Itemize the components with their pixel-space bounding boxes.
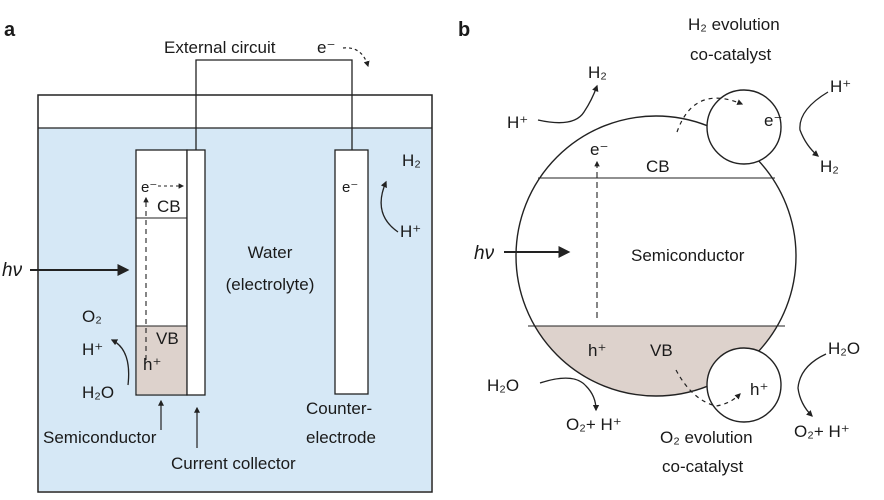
o2-h-right-label: O₂+ H⁺ [794, 422, 850, 441]
o2-cocatalyst-title-line2: co-catalyst [662, 457, 744, 476]
photon-label: hν [2, 260, 23, 281]
electrolyte-label: (electrolyte) [226, 275, 315, 294]
hydrogen-evolution-arrow [380, 180, 399, 233]
h2-label: H₂ [402, 151, 421, 170]
h2-cocatalyst-title-line2: co-catalyst [690, 45, 772, 64]
panel-a: a External circuit e⁻ e⁻ CB VB h⁺ hν Wat… [2, 19, 433, 493]
water-oxidation-arrow-left [539, 377, 600, 412]
h2-top-label: H₂ [588, 63, 607, 82]
panel-a-tag: a [4, 19, 16, 41]
vb-label: VB [650, 341, 673, 360]
h2-right-label: H₂ [820, 157, 839, 176]
cocatalyst-hole-label: h⁺ [750, 380, 768, 399]
electrolyte-tank [37, 94, 433, 493]
external-circuit-label: External circuit [164, 38, 276, 57]
h2o-right-label: H₂O [828, 339, 860, 358]
hole-transfer-arrow [675, 369, 741, 407]
current-collector [186, 149, 206, 396]
semiconductor-label: Semiconductor [43, 428, 157, 447]
h2-cocatalyst-title-line1: H₂ evolution [688, 15, 780, 34]
hole-label: h⁺ [143, 355, 161, 374]
cb-label: CB [157, 197, 181, 216]
counter-label-line1: Counter- [306, 399, 372, 418]
external-electron-arrow [342, 47, 370, 68]
h2o-label: H₂O [82, 383, 114, 402]
water-oxidation-arrow [110, 339, 130, 386]
h-plus-top-right-label: H⁺ [830, 77, 851, 96]
cb-electron-label: e⁻ [141, 179, 157, 196]
electron-transfer-arrow [676, 97, 744, 133]
particle-outline [515, 115, 797, 397]
external-circuit-electron: e⁻ [317, 38, 335, 57]
valence-band-region [137, 326, 186, 394]
h2-evolution-arrow-left [537, 84, 599, 124]
o2-label: O₂ [82, 307, 102, 326]
counter-electrode [334, 149, 369, 395]
current-collector-label: Current collector [171, 454, 296, 473]
external-circuit-wire [195, 59, 353, 150]
hole-label: h⁺ [588, 341, 606, 360]
h-plus-right-label: H⁺ [400, 222, 421, 241]
panel-b: b e⁻ CB Semiconductor h⁺ VB hν e⁻ H₂ evo… [458, 15, 860, 476]
water-label: Water [248, 243, 293, 262]
counter-electron-label: e⁻ [342, 179, 358, 196]
o2-cocatalyst-title-line1: O₂ evolution [660, 428, 753, 447]
h-plus-top-left-label: H⁺ [507, 113, 528, 132]
semiconductor-label: Semiconductor [631, 246, 745, 265]
panel-b-tag: b [458, 19, 470, 41]
cb-label: CB [646, 157, 670, 176]
o2-h-left-label: O₂+ H⁺ [566, 415, 622, 434]
h-plus-left-label: H⁺ [82, 340, 103, 359]
h2o-left-label: H₂O [487, 376, 519, 395]
electron-label: e⁻ [590, 140, 608, 159]
cocatalyst-electron-label: e⁻ [764, 111, 782, 130]
water-oxidation-arrow-right [797, 353, 827, 417]
counter-label-line2: electrode [306, 428, 376, 447]
h2-cocatalyst [706, 89, 782, 165]
h2-evolution-arrow-right [799, 91, 829, 157]
vb-label: VB [156, 329, 179, 348]
o2-cocatalyst [706, 347, 782, 423]
photon-label: hν [474, 243, 495, 264]
